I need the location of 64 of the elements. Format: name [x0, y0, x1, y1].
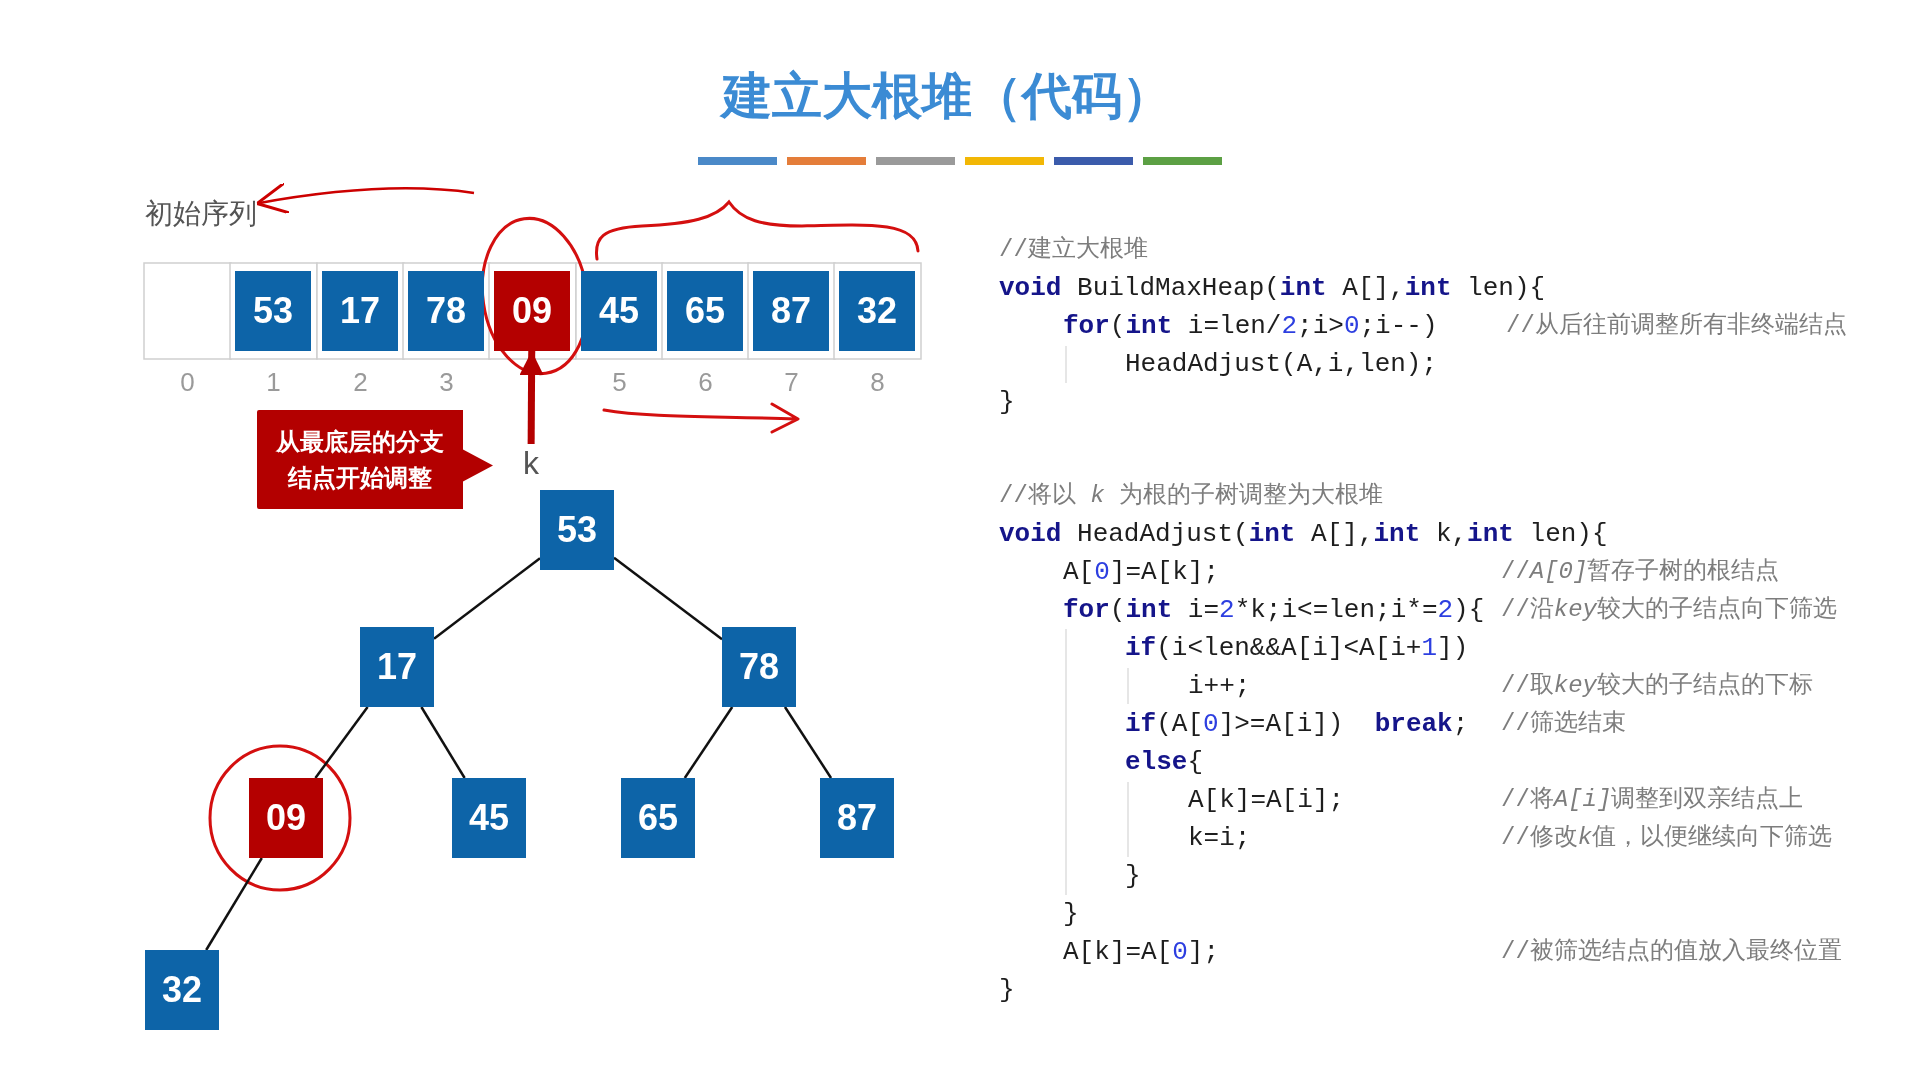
code-comment: //将A[i]调整到双亲结点上 — [1501, 785, 1804, 815]
connector-line — [433, 557, 541, 640]
index-number: 1 — [266, 367, 281, 397]
code-line: void BuildMaxHeap(int A[],int len){ — [999, 272, 1546, 304]
arrow — [519, 350, 544, 445]
sequence-label: 初始序列 — [145, 197, 257, 231]
value-box: 53 — [235, 271, 311, 351]
tree-node: 78 — [722, 627, 796, 707]
code-line: void HeadAdjust(int A[],int k,int len){ — [999, 518, 1608, 550]
value-box: 65 — [667, 271, 743, 351]
connector-line — [420, 706, 466, 779]
tree-node: 32 — [145, 950, 219, 1030]
empty-array-cell — [143, 262, 232, 360]
tree-node: 09 — [249, 778, 323, 858]
code-comment: //从后往前调整所有非终端结点 — [1506, 311, 1847, 341]
code-comment: //将以 k 为根的子树调整为大根堆 — [999, 481, 1384, 511]
code-line: if(i<len&&A[i]<A[i+1]) — [1125, 632, 1469, 664]
code-line: } — [1063, 898, 1079, 930]
variable-label: k — [523, 444, 539, 483]
callout: 从最底层的分支结点开始调整 — [257, 410, 493, 509]
index-number: 7 — [784, 367, 799, 397]
code-line: HeadAdjust(A,i,len); — [1125, 348, 1438, 380]
tree-node: 45 — [452, 778, 526, 858]
tree-node: 87 — [820, 778, 894, 858]
value-box: 45 — [581, 271, 657, 351]
code-line: i++; — [1188, 670, 1251, 702]
index-number: 6 — [698, 367, 713, 397]
index-number: 8 — [870, 367, 885, 397]
code-comment: //沿key较大的子结点向下筛选 — [1501, 595, 1838, 625]
value-box: 78 — [408, 271, 484, 351]
code-line: } — [999, 974, 1015, 1006]
connector-line — [314, 706, 369, 779]
connector-line — [613, 556, 723, 641]
code-line: else{ — [1125, 746, 1204, 778]
connector-line — [205, 857, 263, 951]
tree-node: 17 — [360, 627, 434, 707]
code-line: A[k]=A[0]; — [1063, 936, 1220, 968]
value-box: 87 — [753, 271, 829, 351]
code-comment: //修改k值，以便继续向下筛选 — [1501, 823, 1833, 853]
code-comment: //筛选结束 — [1501, 709, 1626, 739]
code-line: if(A[0]>=A[i]) break; — [1125, 708, 1469, 740]
code-line: for(int i=2*k;i<=len;i*=2){ — [1063, 594, 1485, 626]
index-number: 2 — [353, 367, 368, 397]
code-line: k=i; — [1188, 822, 1251, 854]
code-line: } — [1125, 860, 1141, 892]
index-number: 5 — [612, 367, 627, 397]
index-number: 3 — [439, 367, 454, 397]
code-comment: //被筛选结点的值放入最终位置 — [1501, 937, 1842, 967]
code-comment: //建立大根堆 — [999, 235, 1148, 265]
value-box: 32 — [839, 271, 915, 351]
tree-node: 53 — [540, 490, 614, 570]
index-number: 0 — [180, 367, 195, 397]
code-line: for(int i=len/2;i>0;i--) — [1063, 310, 1438, 342]
value-box: 09 — [494, 271, 570, 351]
code-comment: //A[0]暂存子树的根结点 — [1501, 557, 1780, 587]
arrow — [255, 182, 475, 215]
code-line: A[0]=A[k]; — [1063, 556, 1220, 588]
value-box: 17 — [322, 271, 398, 351]
code-comment: //取key较大的子结点的下标 — [1501, 671, 1814, 701]
code-line: A[k]=A[i]; — [1188, 784, 1345, 816]
code-line: } — [999, 386, 1015, 418]
tree-node: 65 — [621, 778, 695, 858]
connector-line — [783, 706, 833, 779]
connector-line — [683, 706, 734, 779]
